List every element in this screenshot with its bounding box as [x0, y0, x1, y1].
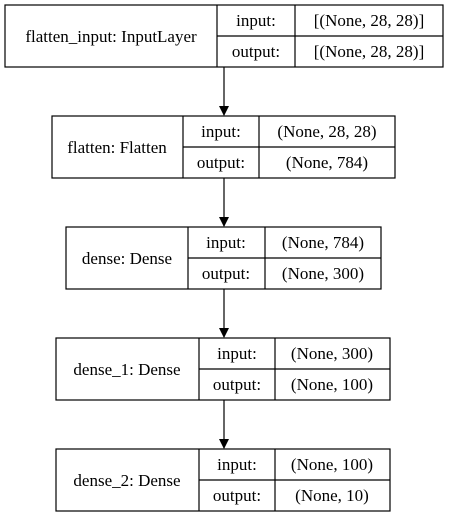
layer-name: flatten_input: InputLayer	[25, 27, 197, 46]
input-shape: (None, 300)	[291, 344, 373, 363]
layer-node-dense-1: dense_1: Dense input: output: (None, 300…	[55, 337, 391, 401]
input-label: input:	[217, 455, 257, 474]
layer-name: dense_1: Dense	[73, 360, 180, 379]
input-label: input:	[206, 233, 246, 252]
layer-name: dense_2: Dense	[73, 471, 180, 490]
layer-name: dense: Dense	[82, 249, 172, 268]
output-shape: [(None, 28, 28)]	[314, 42, 424, 61]
input-shape: (None, 784)	[282, 233, 364, 252]
output-shape: (None, 300)	[282, 264, 364, 283]
input-label: input:	[236, 11, 276, 30]
output-label: output:	[213, 486, 261, 505]
layer-name: flatten: Flatten	[67, 138, 167, 157]
output-label: output:	[232, 42, 280, 61]
output-label: output:	[213, 375, 261, 394]
layer-node-dense-2: dense_2: Dense input: output: (None, 100…	[55, 448, 391, 512]
input-shape: (None, 28, 28)	[277, 122, 376, 141]
output-label: output:	[197, 153, 245, 172]
output-shape: (None, 100)	[291, 375, 373, 394]
layer-node-dense: dense: Dense input: output: (None, 784) …	[65, 226, 382, 290]
input-shape: [(None, 28, 28)]	[314, 11, 424, 30]
input-label: input:	[217, 344, 257, 363]
output-label: output:	[202, 264, 250, 283]
layer-node-flatten-input: flatten_input: InputLayer input: output:…	[4, 4, 444, 68]
layer-node-flatten: flatten: Flatten input: output: (None, 2…	[51, 115, 396, 179]
output-shape: (None, 10)	[295, 486, 369, 505]
input-shape: (None, 100)	[291, 455, 373, 474]
input-label: input:	[201, 122, 241, 141]
output-shape: (None, 784)	[286, 153, 368, 172]
